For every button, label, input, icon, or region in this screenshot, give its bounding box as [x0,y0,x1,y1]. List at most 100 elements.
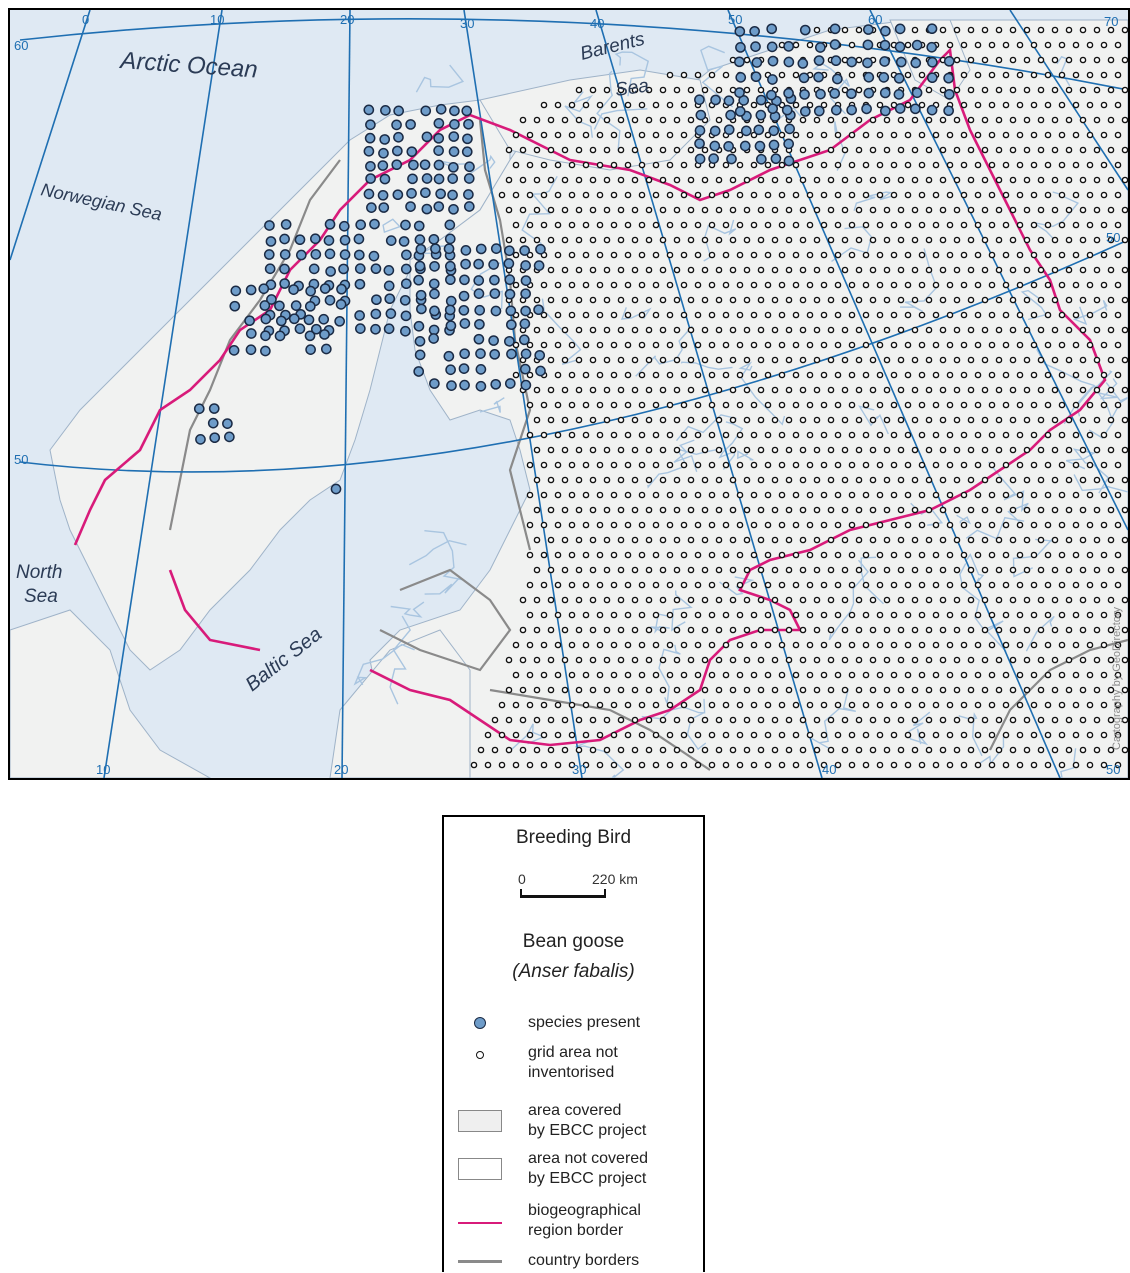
river-line [1065,448,1110,494]
not-inventorised-dot [785,686,793,694]
not-inventorised-dot [876,281,884,289]
not-inventorised-dot [953,686,961,694]
not-inventorised-dot [1072,701,1080,709]
not-inventorised-dot [967,506,975,514]
species-present-dot [393,131,404,143]
species-present-dot [767,103,779,115]
not-inventorised-dot [687,386,695,394]
not-inventorised-dot [512,701,520,709]
not-inventorised-dot [848,341,856,349]
not-inventorised-dot [673,506,681,514]
species-present-dot [245,328,257,339]
not-inventorised-dot [1079,566,1087,574]
species-present-dot [926,104,938,116]
not-inventorised-dot [526,701,534,709]
not-inventorised-dot [533,236,541,244]
species-present-dot [461,105,473,117]
not-inventorised-dot [652,251,660,259]
not-inventorised-dot [659,116,667,124]
species-present-dot [428,324,440,336]
species-present-dot [910,57,922,69]
not-inventorised-dot [631,536,639,544]
species-present-dot [519,245,531,256]
not-inventorised-dot [561,326,569,334]
not-inventorised-dot [1016,371,1024,379]
not-inventorised-dot [813,446,821,454]
not-inventorised-dot [974,251,982,259]
not-inventorised-dot [694,341,702,349]
not-inventorised-dot [701,626,709,634]
not-inventorised-dot [1044,131,1052,139]
not-inventorised-dot [862,761,870,769]
not-inventorised-dot [799,176,807,184]
not-inventorised-dot [1079,446,1087,454]
meridian-30 [463,10,583,778]
not-inventorised-dot [1030,581,1038,589]
not-inventorised-dot [1002,611,1010,619]
not-inventorised-dot [1009,506,1017,514]
not-inventorised-dot [477,746,485,754]
not-inventorised-dot [939,206,947,214]
not-inventorised-dot [813,206,821,214]
species-present-dot [749,25,760,37]
not-inventorised-dot [918,731,926,739]
not-inventorised-dot [1037,116,1045,124]
not-inventorised-dot [610,611,618,619]
not-inventorised-dot [554,611,562,619]
not-inventorised-dot [519,656,527,664]
species-present-dot [926,56,938,68]
not-inventorised-dot [1023,206,1031,214]
species-present-dot [734,87,745,98]
not-inventorised-dot [729,326,737,334]
not-inventorised-dot [631,86,639,94]
not-inventorised-dot [785,596,793,604]
not-inventorised-dot [512,641,520,649]
species-present-dot [505,305,517,317]
not-inventorised-dot [904,281,912,289]
not-inventorised-dot [708,611,716,619]
not-inventorised-dot [862,221,870,229]
not-inventorised-dot [806,581,814,589]
not-inventorised-dot [1044,371,1052,379]
not-inventorised-dot [841,206,849,214]
not-inventorised-dot [568,551,576,559]
not-inventorised-dot [974,281,982,289]
not-inventorised-dot [848,491,856,499]
not-inventorised-dot [680,71,688,79]
not-inventorised-dot [974,611,982,619]
not-inventorised-dot [1009,356,1017,364]
not-inventorised-dot [1065,26,1073,34]
not-inventorised-dot [764,521,772,529]
not-inventorised-dot [995,626,1003,634]
not-inventorised-dot [883,566,891,574]
species-present-dot [383,280,395,292]
not-inventorised-dot [1100,341,1108,349]
not-inventorised-dot [750,401,758,409]
species-present-dot [279,249,291,260]
not-inventorised-dot [1009,26,1017,34]
not-inventorised-dot [547,476,555,484]
not-inventorised-dot [1100,641,1108,649]
not-inventorised-dot [1023,386,1031,394]
not-inventorised-dot [673,446,681,454]
not-inventorised-dot [624,641,632,649]
species-present-dot [504,274,516,286]
not-inventorised-dot [876,581,884,589]
not-inventorised-dot [1016,611,1024,619]
species-present-dot [305,285,316,297]
not-inventorised-dot [939,86,947,94]
not-inventorised-dot [834,251,842,259]
not-inventorised-dot [1114,161,1122,169]
not-inventorised-dot [953,326,961,334]
not-inventorised-dot [722,611,730,619]
not-inventorised-dot [715,326,723,334]
species-present-dot [260,345,271,357]
not-inventorised-dot [645,506,653,514]
legend-item-country-borders: country borders [444,1249,703,1273]
not-inventorised-dot [862,431,870,439]
not-inventorised-dot [687,176,695,184]
not-inventorised-dot [736,401,744,409]
not-inventorised-dot [596,431,604,439]
not-inventorised-dot [981,596,989,604]
not-inventorised-dot [652,581,660,589]
